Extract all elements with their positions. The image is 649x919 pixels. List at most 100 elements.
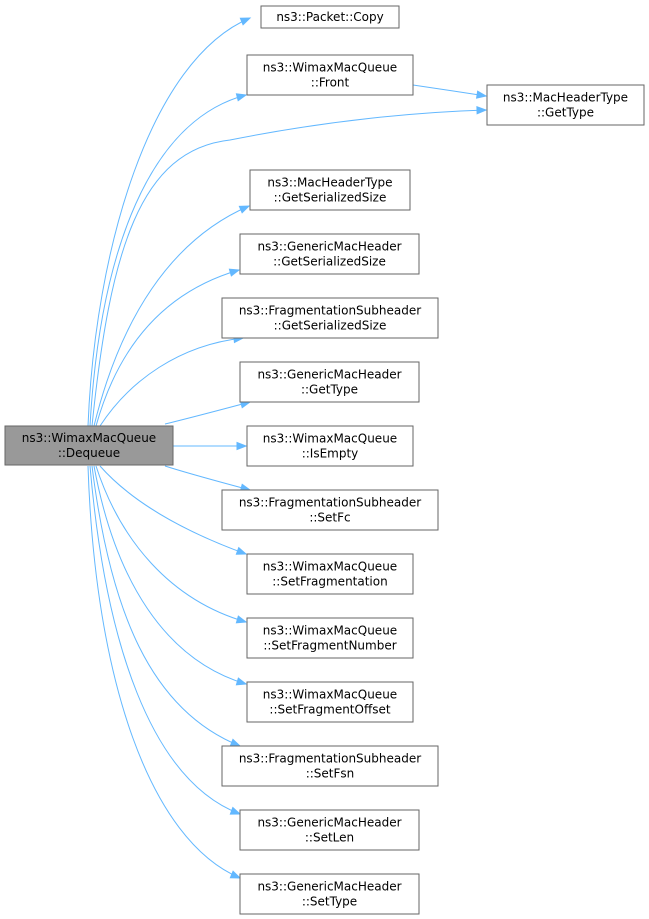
node-setfragmentation[interactable]: ns3::WimaxMacQueue::SetFragmentation <box>246 553 414 595</box>
node-label-line1: ns3::WimaxMacQueue <box>263 560 397 574</box>
node-fragmentationsubheader-getserializedsize[interactable]: ns3::FragmentationSubheader::GetSerializ… <box>221 297 439 339</box>
edge-root-to-setfragmentoffset <box>93 465 248 686</box>
node-box <box>246 617 414 659</box>
node-label-line1: ns3::FragmentationSubheader <box>239 752 421 766</box>
node-box <box>221 745 439 787</box>
edge-root-to-fragmentationsubheader-setfc <box>164 465 252 492</box>
node-label-line1: ns3::FragmentationSubheader <box>239 304 421 318</box>
arrowhead-icon <box>228 268 241 277</box>
edge-line <box>89 94 247 427</box>
node-front[interactable]: ns3::WimaxMacQueue::Front <box>246 54 414 96</box>
edge-line <box>93 205 250 427</box>
node-label-line1: ns3::MacHeaderType <box>267 176 392 190</box>
edge-root-to-genericmacheader-setlen <box>89 465 242 815</box>
edge-root-to-genericmacheader-gettype <box>164 400 252 425</box>
node-label-line2: ::SetFragmentOffset <box>269 703 390 717</box>
node-box <box>486 84 645 126</box>
edge-line <box>91 109 487 427</box>
arrowhead-icon <box>229 870 242 879</box>
node-label-line2: ::IsEmpty <box>302 447 359 461</box>
node-label-line2: ::GetSerializedSize <box>274 191 387 205</box>
node-genericmacheader-getserializedsize[interactable]: ns3::GenericMacHeader::GetSerializedSize <box>239 233 420 275</box>
arrowhead-icon <box>476 106 488 115</box>
node-label-line1: ns3::FragmentationSubheader <box>239 496 421 510</box>
arrowhead-icon <box>235 93 248 102</box>
node-box <box>221 489 439 531</box>
node-root[interactable]: ns3::WimaxMacQueue::Dequeue <box>4 425 174 466</box>
node-isempty[interactable]: ns3::WimaxMacQueue::IsEmpty <box>246 425 414 467</box>
node-genericmacheader-setlen[interactable]: ns3::GenericMacHeader::SetLen <box>239 809 420 851</box>
node-genericmacheader-gettype[interactable]: ns3::GenericMacHeader::GetType <box>239 361 420 403</box>
edge-root-to-macheadertype-getserializedsize <box>93 205 251 427</box>
arrowhead-icon <box>475 90 488 99</box>
node-label-line1: ns3::MacHeaderType <box>503 91 628 105</box>
node-label-line2: ::SetType <box>302 895 357 909</box>
node-box <box>246 681 414 723</box>
edge-line <box>89 465 241 815</box>
node-label-line1: ns3::WimaxMacQueue <box>263 624 397 638</box>
edge-line <box>93 465 247 685</box>
node-macheadertype-gettype[interactable]: ns3::MacHeaderType::GetType <box>486 84 645 126</box>
node-box <box>246 425 414 467</box>
node-label-line1: ns3::WimaxMacQueue <box>263 61 397 75</box>
node-label-line2: ::GetType <box>537 106 594 120</box>
edge-line <box>95 465 247 623</box>
edge-root-to-fragmentationsubheader-getserializedsize <box>99 334 245 427</box>
node-macheadertype-getserializedsize[interactable]: ns3::MacHeaderType::GetSerializedSize <box>249 169 411 211</box>
node-box <box>4 425 174 466</box>
node-box <box>246 553 414 595</box>
nodes-layer: ns3::WimaxMacQueue::Dequeue ns3::Packet::… <box>4 5 645 915</box>
node-label-line2: ::SetFc <box>309 511 350 525</box>
edge-line <box>95 269 240 427</box>
edge-root-to-front <box>89 93 248 427</box>
node-label-line2: ::GetType <box>301 383 358 397</box>
edge-line <box>164 401 251 425</box>
node-label-line1: ns3::WimaxMacQueue <box>22 431 156 445</box>
node-label-line1: ns3::GenericMacHeader <box>257 880 401 894</box>
edge-root-to-isempty <box>172 441 248 451</box>
node-box <box>246 54 414 96</box>
edge-root-to-setfragmentnumber <box>95 465 248 624</box>
edge-line <box>91 465 241 747</box>
node-genericmacheader-settype[interactable]: ns3::GenericMacHeader::SetType <box>239 873 420 915</box>
node-label-line2: ::SetFragmentation <box>272 575 387 589</box>
node-label-line2: ::Front <box>311 76 350 90</box>
node-label-line2: ::GetSerializedSize <box>273 255 386 269</box>
node-box <box>239 233 420 275</box>
node-fragmentationsubheader-setfc[interactable]: ns3::FragmentationSubheader::SetFc <box>221 489 439 531</box>
node-label-line2: ::GetSerializedSize <box>274 319 387 333</box>
node-label-line1: ns3::GenericMacHeader <box>257 240 401 254</box>
arrowhead-icon <box>235 677 248 686</box>
node-label-line1: ns3::WimaxMacQueue <box>263 432 397 446</box>
node-box <box>260 5 400 29</box>
edge-line <box>99 465 247 555</box>
edge-root-to-genericmacheader-getserializedsize <box>95 268 241 427</box>
edge-root-to-packet-copy <box>87 17 252 427</box>
edge-root-to-fragmentationsubheader-setfsn <box>91 465 242 747</box>
node-packet-copy[interactable]: ns3::Packet::Copy <box>260 5 400 29</box>
edge-root-to-genericmacheader-settype <box>87 465 242 879</box>
arrowhead-icon <box>238 205 251 214</box>
edge-root-to-setfragmentation <box>99 465 248 555</box>
edge-line <box>87 465 241 879</box>
node-box <box>239 361 420 403</box>
arrowhead-icon <box>239 17 252 26</box>
node-fragmentationsubheader-setfsn[interactable]: ns3::FragmentationSubheader::SetFsn <box>221 745 439 787</box>
edge-root-to-macheadertype-gettype <box>91 106 488 427</box>
node-label-line1: ns3::Packet::Copy <box>276 10 383 24</box>
arrowhead-icon <box>236 441 248 451</box>
node-setfragmentoffset[interactable]: ns3::WimaxMacQueue::SetFragmentOffset <box>246 681 414 723</box>
edge-line <box>164 465 251 491</box>
node-label-line2: ::SetFsn <box>306 767 355 781</box>
node-box <box>239 873 420 915</box>
node-label-line2: ::SetLen <box>305 831 354 845</box>
node-label-line1: ns3::GenericMacHeader <box>257 816 401 830</box>
arrowhead-icon <box>235 615 248 624</box>
node-label-line2: ::SetFragmentNumber <box>263 639 396 653</box>
node-setfragmentnumber[interactable]: ns3::WimaxMacQueue::SetFragmentNumber <box>246 617 414 659</box>
arrowhead-icon <box>235 546 248 555</box>
edge-line <box>99 337 244 427</box>
edge-line <box>87 17 251 427</box>
node-box <box>239 809 420 851</box>
